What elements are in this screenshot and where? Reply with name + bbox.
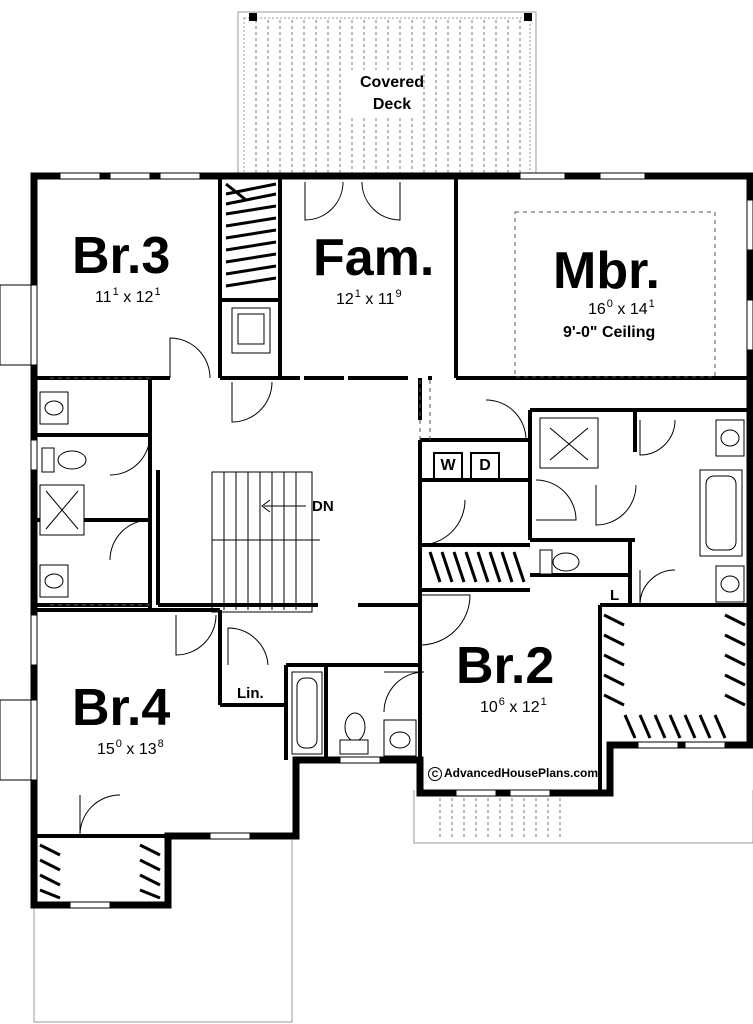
openings bbox=[50, 377, 431, 606]
dim-h: 12 bbox=[135, 289, 154, 306]
room-dim-mbr: 160 x 141 bbox=[588, 299, 655, 318]
dim-w-in: 1 bbox=[354, 288, 361, 300]
dim-w-in: 1 bbox=[112, 286, 119, 298]
dim-h-in: 8 bbox=[157, 738, 164, 750]
room-name-mbr: Mbr. bbox=[553, 242, 660, 300]
dim-h-in: 1 bbox=[154, 286, 161, 298]
credit-text: AdvancedHousePlans.com bbox=[444, 766, 599, 780]
stair-dn-label: DN bbox=[312, 498, 334, 515]
room-dim-br4: 150 x 138 bbox=[97, 739, 164, 758]
room-name-br3: Br.3 bbox=[72, 227, 171, 285]
deck-label-line1: Covered bbox=[359, 74, 425, 91]
dim-w: 10 bbox=[480, 699, 498, 716]
dim-h: 11 bbox=[377, 291, 395, 308]
linen-label: Lin. bbox=[237, 685, 264, 702]
dim-h: 12 bbox=[521, 699, 540, 716]
interior-walls bbox=[34, 176, 750, 838]
windows bbox=[30, 172, 753, 909]
dim-h-in: 1 bbox=[540, 696, 547, 708]
dim-w: 16 bbox=[588, 301, 606, 318]
room-dim-br2: 106 x 121 bbox=[480, 697, 547, 716]
dim-w: 15 bbox=[97, 741, 115, 758]
room-name-br4: Br.4 bbox=[72, 679, 171, 737]
dim-sep: x bbox=[126, 741, 135, 758]
dim-w-in: 0 bbox=[606, 298, 613, 310]
doors bbox=[79, 181, 676, 837]
dim-sep: x bbox=[365, 291, 374, 308]
deck-post bbox=[524, 13, 532, 21]
dim-h: 14 bbox=[629, 301, 648, 318]
dim-sep: x bbox=[509, 699, 518, 716]
dim-w-in: 0 bbox=[115, 738, 122, 750]
room-ceiling-mbr: 9'-0" Ceiling bbox=[563, 324, 656, 341]
staircase bbox=[211, 471, 320, 613]
deck-post bbox=[249, 13, 257, 21]
laundry-l-label: L bbox=[610, 587, 620, 604]
deck-boards bbox=[255, 20, 561, 838]
room-dim-fam: 121 x 119 bbox=[336, 289, 402, 308]
dryer-label: D bbox=[470, 452, 500, 480]
washer-label: W bbox=[433, 452, 463, 480]
dim-h-in: 9 bbox=[395, 288, 402, 300]
dim-h: 13 bbox=[138, 741, 157, 758]
window-bays bbox=[0, 284, 31, 781]
dim-w: 11 bbox=[95, 289, 112, 306]
room-name-fam: Fam. bbox=[313, 229, 435, 287]
fixtures bbox=[39, 307, 745, 757]
copyright-icon: C bbox=[428, 767, 442, 781]
tray-ceiling-outline bbox=[514, 211, 716, 378]
room-dim-br3: 111 x 121 bbox=[95, 287, 161, 306]
dim-w-in: 6 bbox=[498, 696, 505, 708]
deck-label-line2: Deck bbox=[372, 95, 412, 113]
dim-h-in: 1 bbox=[648, 298, 655, 310]
dim-w: 12 bbox=[336, 291, 354, 308]
dim-sep: x bbox=[617, 301, 626, 318]
deck-outline bbox=[33, 11, 753, 1023]
deck-label: Covered Deck bbox=[350, 72, 434, 115]
dim-sep: x bbox=[123, 289, 132, 306]
closet-hatching bbox=[39, 182, 746, 900]
room-name-br2: Br.2 bbox=[456, 637, 555, 695]
